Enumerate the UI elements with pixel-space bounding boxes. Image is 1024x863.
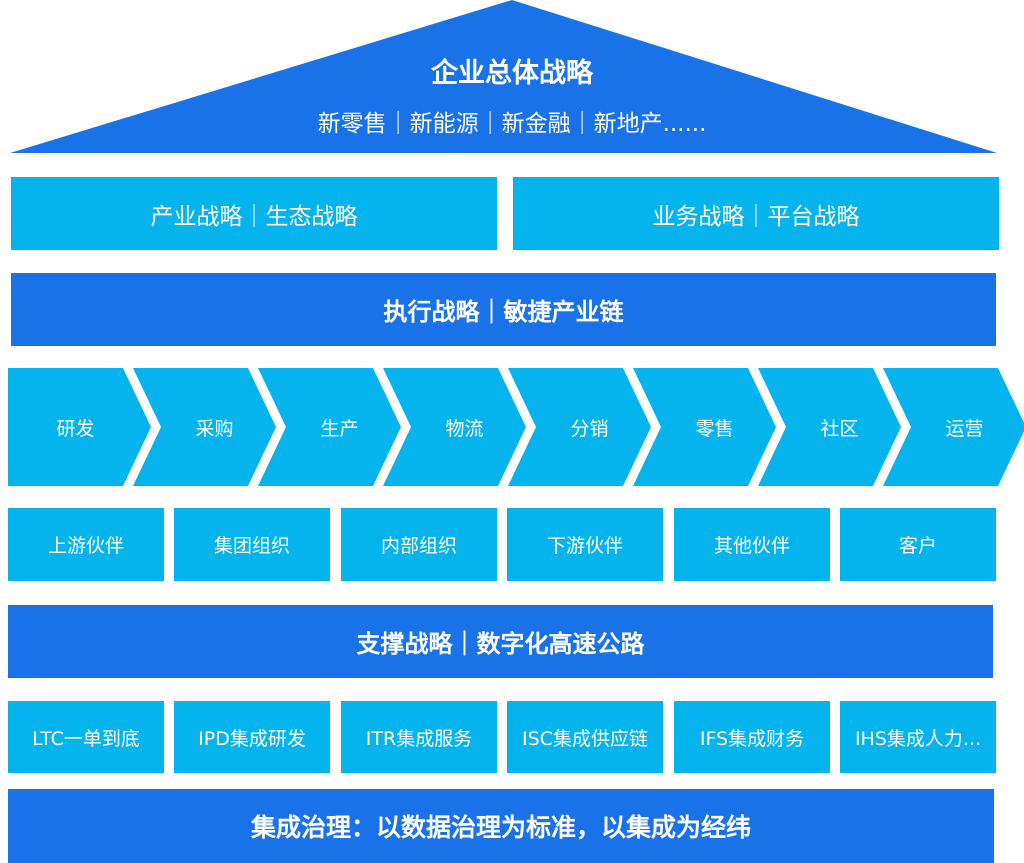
roof-triangle [10, 0, 997, 153]
process-label: ISC集成供应链 [522, 727, 648, 750]
process-label: IFS集成财务 [699, 727, 805, 750]
participant-box: 集团组织 [174, 508, 330, 581]
integrated-governance-bar: 集成治理：以数据治理为标准，以集成为经纬 [8, 789, 994, 863]
process-box: IFS集成财务 [674, 701, 830, 773]
support-strategy-label: 支撑战略｜数字化高速公路 [356, 630, 645, 658]
value-chain-step-shape [633, 368, 776, 486]
corporate-strategy-roof [10, 0, 997, 153]
value-chain-step-label: 物流 [445, 417, 484, 440]
industry-ecosystem-strategy-box: 产业战略｜生态战略 [11, 177, 497, 250]
process-label: IPD集成研发 [198, 727, 306, 750]
value-chain-step-label: 零售 [695, 417, 734, 440]
participant-label: 内部组织 [380, 535, 457, 557]
value-chain-step-shape [8, 368, 151, 486]
value-chain-step-label: 分销 [570, 417, 609, 440]
process-box: IHS集成人力... [840, 701, 996, 773]
participant-label: 集团组织 [213, 535, 290, 557]
integrated-governance-label: 集成治理：以数据治理为标准，以集成为经纬 [250, 813, 751, 842]
participant-box: 其他伙伴 [674, 508, 830, 581]
execution-strategy-bar: 执行战略｜敏捷产业链 [11, 273, 996, 346]
value-chain-step-shape [883, 368, 1024, 486]
participant-box: 上游伙伴 [8, 508, 164, 581]
participant-box: 客户 [840, 508, 996, 581]
participant-label: 其他伙伴 [713, 535, 790, 557]
corporate-strategy-title: 企业总体战略 [431, 58, 593, 89]
process-box: IPD集成研发 [174, 701, 330, 773]
value-chain-step-shape [133, 368, 276, 486]
process-label: LTC一单到底 [32, 727, 140, 750]
value-chain [8, 368, 1024, 486]
execution-strategy-label: 执行战略｜敏捷产业链 [383, 298, 624, 326]
process-label: ITR集成服务 [365, 727, 473, 750]
value-chain-step-shape [258, 368, 401, 486]
participant-label: 上游伙伴 [47, 535, 124, 557]
value-chain-step-label: 研发 [56, 417, 95, 440]
support-strategy-bar: 支撑战略｜数字化高速公路 [8, 605, 993, 678]
process-box: ITR集成服务 [341, 701, 497, 773]
value-chain-step-label: 运营 [945, 417, 984, 440]
business-platform-strategy-box: 业务战略｜平台战略 [513, 177, 999, 250]
participant-label: 客户 [898, 535, 937, 557]
value-chain-step-shape [508, 368, 651, 486]
participant-label: 下游伙伴 [546, 535, 623, 557]
industry-ecosystem-strategy-label: 产业战略｜生态战略 [150, 203, 358, 230]
participant-box: 内部组织 [341, 508, 497, 581]
value-chain-step-shape [758, 368, 901, 486]
process-box: LTC一单到底 [8, 701, 164, 773]
process-box: ISC集成供应链 [507, 701, 663, 773]
value-chain-step-label: 生产 [320, 417, 359, 440]
process-label: IHS集成人力... [854, 727, 982, 750]
corporate-strategy-subtitle: 新零售｜新能源｜新金融｜新地产...... [317, 111, 707, 137]
business-platform-strategy-label: 业务战略｜平台战略 [652, 203, 860, 230]
value-chain-step-label: 采购 [195, 417, 234, 440]
participant-box: 下游伙伴 [507, 508, 663, 581]
value-chain-step-label: 社区 [820, 417, 859, 440]
value-chain-step-shape [383, 368, 526, 486]
